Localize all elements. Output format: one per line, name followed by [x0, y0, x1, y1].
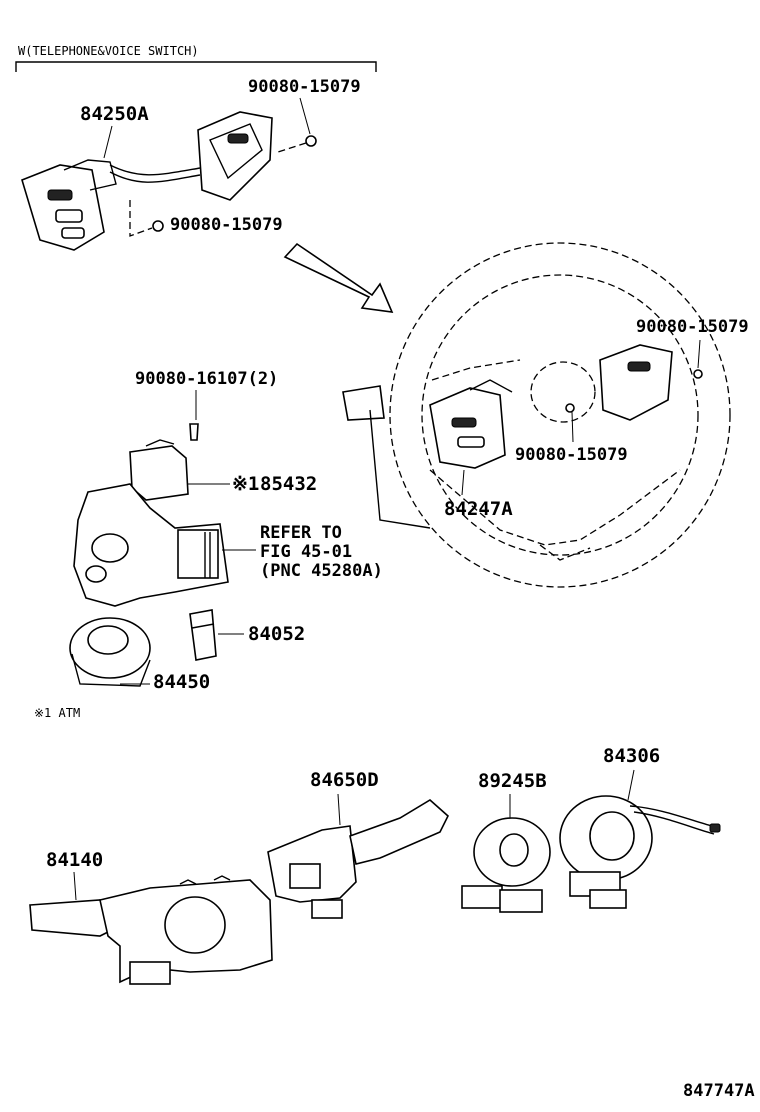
callout-85432: 85432	[260, 473, 317, 495]
refer-line-2: FIG 45-01	[260, 542, 352, 562]
right-switch-pad	[197, 111, 273, 201]
callout-bolts: 90080-16107(2)	[135, 369, 278, 389]
screw-top-icon	[305, 135, 317, 147]
wheel-left-switch	[429, 387, 506, 469]
callout-89245B: 89245B	[478, 770, 547, 792]
arrow-to-wheel-icon	[283, 242, 394, 313]
callout-screw-wheel-right: 90080-15079	[636, 317, 749, 337]
callout-screw-mid: 90080-15079	[170, 215, 283, 235]
wheel-right-switch	[599, 344, 673, 421]
screw-mid-icon	[152, 220, 164, 232]
footnote-atm: ※1 ATM	[34, 706, 80, 720]
steering-wheel	[342, 242, 731, 588]
callout-84306: 84306	[603, 745, 660, 767]
callout-screw-wheel-center: 90080-15079	[515, 445, 628, 465]
callout-84250A: 84250A	[80, 103, 149, 125]
callout-84450: 84450	[153, 671, 210, 693]
refer-line-1: REFER TO	[260, 523, 342, 543]
callout-screw-top: 90080-15079	[248, 77, 361, 97]
figure-id: 847747A	[683, 1081, 755, 1101]
turn-switch-lever	[29, 899, 113, 937]
telephone-switch-group	[21, 111, 317, 251]
variant-bracket	[15, 61, 377, 72]
key-cylinder-housing	[177, 529, 219, 579]
callout-84650D: 84650D	[310, 769, 379, 791]
callout-ecu-mark: ※1	[232, 473, 259, 495]
column-stalk	[342, 385, 385, 421]
bolt-icon	[189, 423, 199, 441]
cylinder-84052	[189, 609, 217, 661]
ecu-85432	[129, 445, 189, 501]
callout-84052: 84052	[248, 623, 305, 645]
refer-line-3: (PNC 45280A)	[260, 561, 383, 581]
wiper-switch-lever	[349, 799, 449, 865]
callout-84247A: 84247A	[444, 498, 513, 520]
callout-84140: 84140	[46, 849, 103, 871]
variant-label: W(TELEPHONE&VOICE SWITCH)	[18, 44, 199, 58]
